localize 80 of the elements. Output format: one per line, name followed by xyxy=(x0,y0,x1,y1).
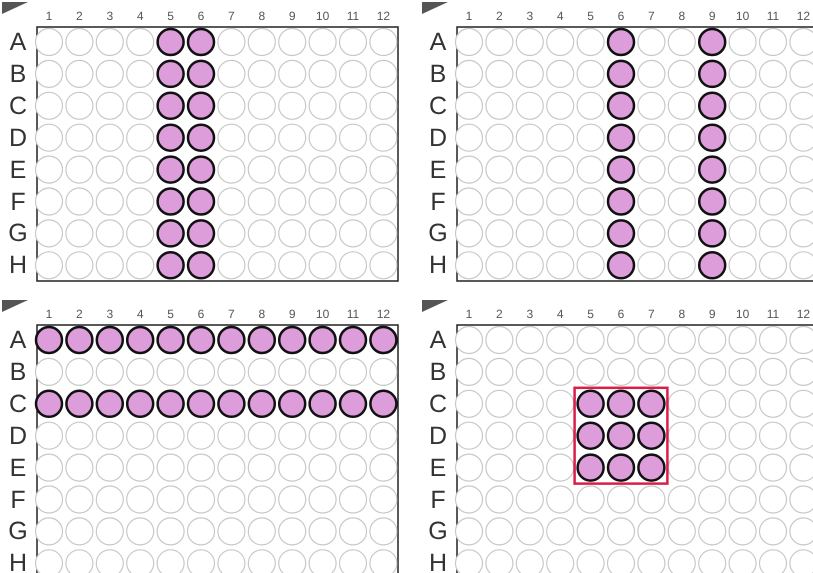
row-letter: B xyxy=(428,60,448,88)
column-number: 8 xyxy=(677,307,686,321)
column-number: 5 xyxy=(166,307,175,321)
column-number: 4 xyxy=(136,307,145,321)
row-letter: D xyxy=(428,124,448,152)
row-letter: B xyxy=(8,60,28,88)
column-number: 12 xyxy=(376,9,392,23)
column-number: 3 xyxy=(105,307,114,321)
column-number: 10 xyxy=(734,307,750,321)
column-number: 1 xyxy=(44,9,54,23)
column-number: 6 xyxy=(196,307,206,321)
column-number: 6 xyxy=(196,9,206,23)
column-number: 5 xyxy=(166,9,175,23)
column-number: 10 xyxy=(314,307,330,321)
row-letter: A xyxy=(428,326,448,354)
row-letter: E xyxy=(428,156,448,184)
column-number: 9 xyxy=(288,307,297,321)
row-letter: H xyxy=(428,251,448,280)
row-letter: G xyxy=(7,517,29,546)
row-letter: G xyxy=(427,219,449,248)
column-number: 6 xyxy=(616,307,626,321)
column-number: 2 xyxy=(495,307,504,321)
row-letter: G xyxy=(427,517,449,546)
row-letter: F xyxy=(429,188,447,216)
column-number: 11 xyxy=(766,9,780,23)
column-number: 1 xyxy=(464,9,474,23)
column-number: 1 xyxy=(44,307,54,321)
row-letter: C xyxy=(8,390,28,418)
column-number: 12 xyxy=(376,307,392,321)
column-number: 7 xyxy=(647,307,656,321)
column-number: 11 xyxy=(346,9,360,23)
column-number: 3 xyxy=(105,9,114,23)
column-number: 7 xyxy=(227,307,236,321)
row-letter: C xyxy=(428,390,448,418)
column-number: 10 xyxy=(314,9,330,23)
row-letter: D xyxy=(8,422,28,450)
row-letter: E xyxy=(428,454,448,482)
row-letter: D xyxy=(428,422,448,450)
row-letter: H xyxy=(428,549,448,573)
column-number: 11 xyxy=(766,307,780,321)
column-number: 2 xyxy=(75,9,84,23)
row-letter: C xyxy=(428,92,448,120)
column-number: 1 xyxy=(464,307,474,321)
row-letter: D xyxy=(8,124,28,152)
row-letter: F xyxy=(9,486,27,514)
column-number: 12 xyxy=(796,9,812,23)
column-number: 5 xyxy=(586,307,595,321)
column-number: 10 xyxy=(734,9,750,23)
row-letter: H xyxy=(8,251,28,280)
row-letter: F xyxy=(9,188,27,216)
column-number: 7 xyxy=(227,9,236,23)
row-letter: B xyxy=(8,358,28,386)
column-number: 3 xyxy=(525,307,534,321)
row-letter: A xyxy=(8,326,28,354)
row-letter: C xyxy=(8,92,28,120)
column-number: 8 xyxy=(677,9,686,23)
row-letter: E xyxy=(8,454,28,482)
row-letter: A xyxy=(428,28,448,56)
column-number: 6 xyxy=(616,9,626,23)
column-number: 11 xyxy=(346,307,360,321)
column-number: 12 xyxy=(796,307,812,321)
column-number: 9 xyxy=(708,307,717,321)
column-number: 8 xyxy=(257,307,266,321)
column-number: 4 xyxy=(136,9,145,23)
column-number: 4 xyxy=(556,9,565,23)
row-letter: A xyxy=(8,28,28,56)
column-number: 9 xyxy=(708,9,717,23)
row-letter: F xyxy=(429,486,447,514)
column-number: 4 xyxy=(556,307,565,321)
column-number: 5 xyxy=(586,9,595,23)
column-number: 8 xyxy=(257,9,266,23)
column-number: 2 xyxy=(495,9,504,23)
column-number: 7 xyxy=(647,9,656,23)
row-letter: G xyxy=(7,219,29,248)
row-letter: H xyxy=(8,549,28,573)
column-number: 9 xyxy=(288,9,297,23)
column-number: 3 xyxy=(525,9,534,23)
column-number: 2 xyxy=(75,307,84,321)
row-letter: E xyxy=(8,156,28,184)
row-letter: B xyxy=(428,358,448,386)
